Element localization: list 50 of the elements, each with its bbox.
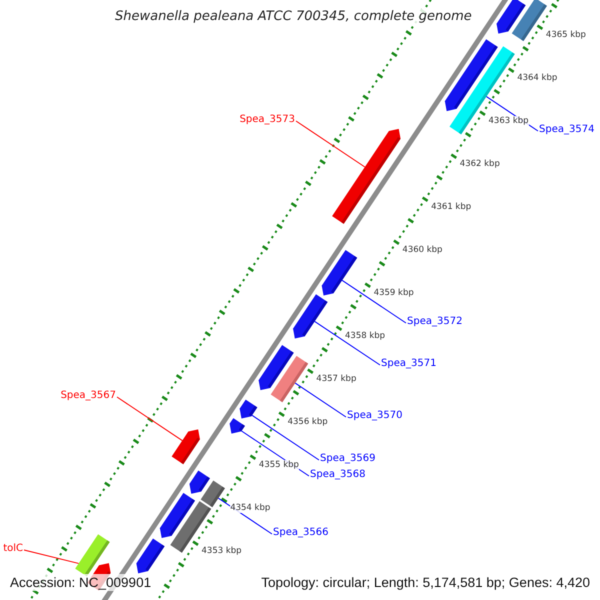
gene-label: Spea_3567 — [60, 390, 116, 402]
gene-bar — [136, 538, 165, 574]
gene-bar — [189, 470, 210, 494]
scale-label: 4358 kbp — [345, 331, 386, 342]
leader-line — [342, 280, 406, 324]
gene-bar — [258, 344, 294, 390]
footer-text: Accession: NC_009901 — [8, 574, 154, 591]
scale-label: 4363 kbp — [488, 116, 529, 126]
gene-label: tolC — [3, 543, 23, 555]
leader-line — [294, 382, 346, 418]
scale-label: 4355 kbp — [258, 460, 299, 470]
gene-bar — [270, 356, 308, 402]
gene-label: Spea_3569 — [320, 453, 376, 465]
gene-label: Spea_3568 — [310, 469, 366, 481]
leader-line — [252, 414, 320, 460]
scale-label: 4360 kbp — [402, 245, 442, 256]
gene-label: Spea_3573 — [240, 114, 295, 126]
gene-bar — [230, 418, 245, 434]
scale-label: 4362 kbp — [460, 159, 500, 170]
gene-label: Spea_3572 — [407, 316, 462, 328]
gene-bar — [322, 250, 358, 296]
gene-bar — [332, 128, 401, 224]
gene-bar — [450, 46, 515, 134]
gene-label: Spea_3570 — [347, 410, 402, 422]
gene-bar — [240, 400, 258, 419]
leader-line — [116, 396, 183, 442]
gene-bar — [75, 534, 110, 576]
scale-label: 4356 kbp — [288, 417, 328, 428]
leader-line — [24, 550, 80, 564]
leader-line — [296, 120, 366, 168]
gene-bar — [496, 0, 526, 34]
gene-bar — [200, 480, 225, 508]
gene-bar — [160, 492, 196, 538]
gene-label: Spea_3574 — [539, 124, 594, 136]
gene-bar — [172, 429, 200, 464]
gene-bar — [512, 0, 547, 42]
gene-bar — [444, 39, 498, 112]
leader-line — [314, 320, 380, 366]
footer-text: Topology: circular; Length: 5,174,581 bp; Genes: 4,420 — [259, 574, 592, 591]
gene-bar — [293, 294, 328, 339]
scale-label: 4361 kbp — [431, 202, 472, 212]
scale-label: 4364 kbp — [517, 73, 558, 84]
gene-label: Spea_3571 — [381, 358, 436, 370]
scale-label: 4365 kbp — [546, 30, 586, 40]
scale-label: 4353 kbp — [202, 546, 242, 556]
scale-label: 4357 kbp — [316, 374, 356, 384]
gene-label: Spea_3566 — [273, 527, 328, 539]
scale-label: 4354 kbp — [230, 503, 270, 514]
scale-label: 4359 kbp — [374, 288, 414, 298]
title: Shewanella pealeana ATCC 700345, complete genome — [113, 9, 474, 24]
